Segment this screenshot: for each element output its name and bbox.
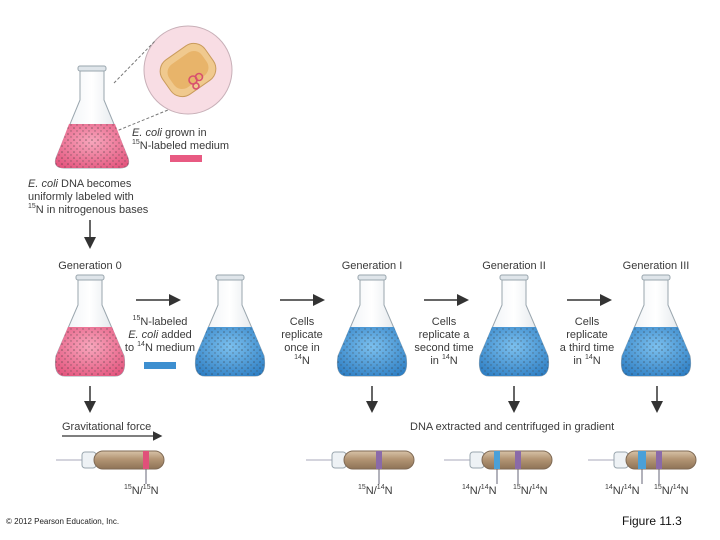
gravity-label: Gravitational force: [62, 421, 152, 433]
tube-gen2: [444, 450, 553, 484]
pink-medium-swatch: [170, 155, 202, 162]
band-label-gen1: 15N/14N: [358, 484, 393, 497]
step4-label: Cells replicate a third time in 14N: [559, 316, 615, 367]
flask-gen2-blue: [478, 274, 550, 377]
generation-0-title: Generation 0: [58, 260, 122, 272]
band-label-gen3-hybrid: 15N/14N: [654, 484, 689, 497]
flask-gen3-blue: [620, 274, 692, 377]
bacterium-magnified: [143, 25, 233, 115]
step1-label: 15N-labeled E. coli added to 14N medium: [124, 315, 196, 354]
step2-label: Cells replicate once in 14N: [281, 316, 323, 367]
tube-gen0: [56, 450, 165, 484]
band-light: [638, 451, 646, 469]
band-hybrid: [515, 451, 521, 469]
figure-number: Figure 11.3: [622, 514, 682, 528]
band-label-gen3-light: 14N/14N: [605, 484, 640, 497]
ecoli-grown-label: E. coli grown in 15N-labeled medium: [132, 127, 230, 152]
tube-gen3: [588, 450, 697, 484]
flask-gen0-pink: [54, 274, 126, 377]
blue-medium-swatch: [144, 362, 176, 369]
band-label-gen2-hybrid: 15N/14N: [513, 484, 548, 497]
flask-added-blue: [194, 274, 266, 377]
dna-extracted-label: DNA extracted and centrifuged in gradien…: [410, 421, 615, 433]
flask-gen1-blue: [336, 274, 408, 377]
copyright-text: © 2012 Pearson Education, Inc.: [6, 517, 120, 526]
generation-2-title: Generation II: [482, 260, 546, 272]
tube-gen1: [306, 450, 415, 484]
band-heavy: [143, 451, 149, 469]
band-hybrid: [376, 451, 382, 469]
zoom-line-top: [113, 39, 157, 84]
step3-label: Cells replicate a second time in 14N: [414, 316, 474, 367]
flask-initial-pink: [54, 65, 130, 169]
band-label-gen2-light: 14N/14N: [462, 484, 497, 497]
dna-labeled-label: E. coli DNA becomes uniformly labeled wi…: [28, 178, 149, 216]
generation-3-title: Generation III: [622, 260, 690, 272]
band-hybrid: [656, 451, 662, 469]
band-light: [494, 451, 500, 469]
generation-1-title: Generation I: [341, 260, 403, 272]
band-label-gen0: 15N/15N: [124, 484, 159, 497]
